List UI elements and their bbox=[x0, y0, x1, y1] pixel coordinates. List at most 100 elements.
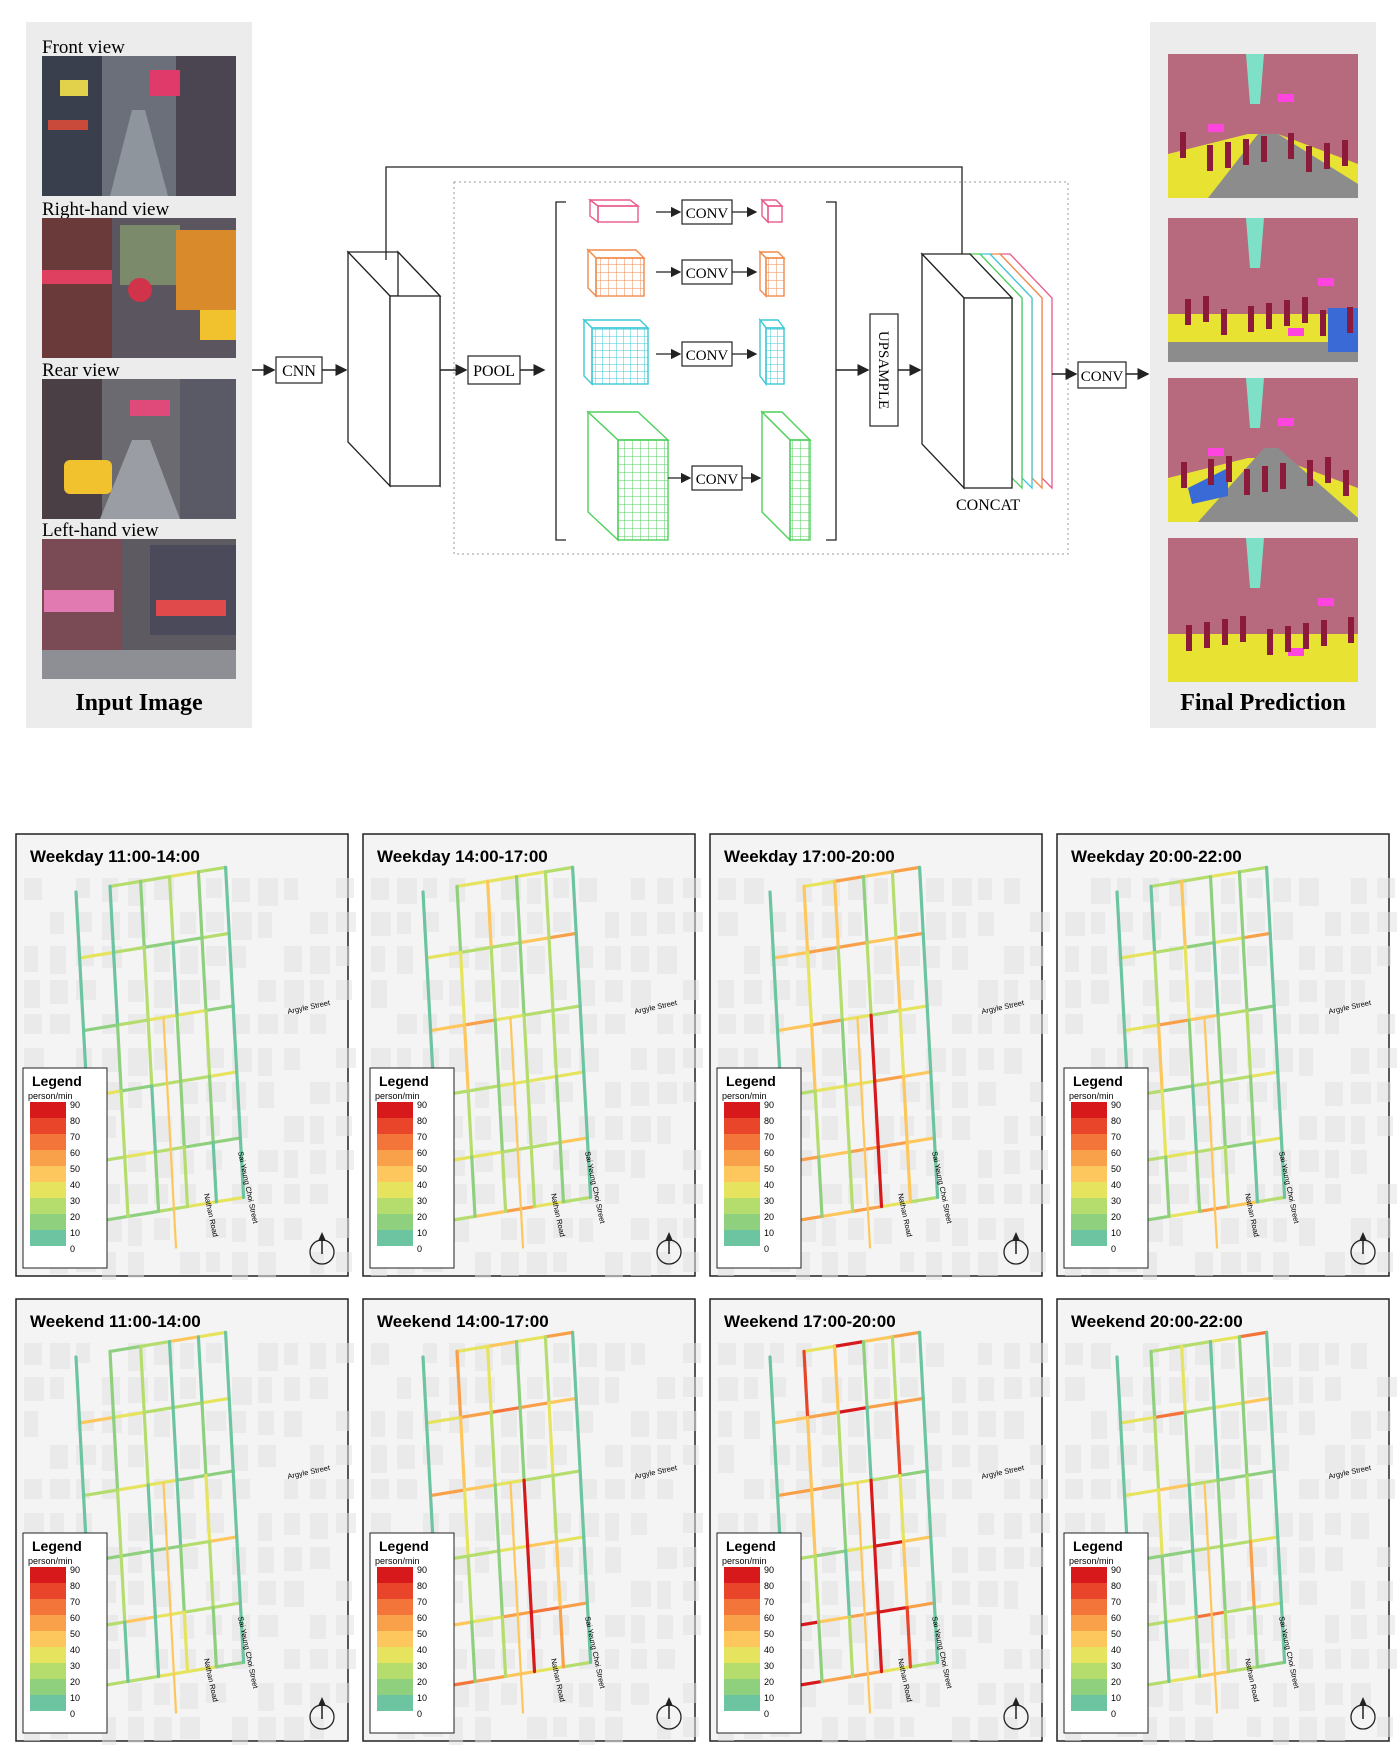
street-segment bbox=[1241, 1396, 1272, 1405]
street-segment bbox=[458, 1410, 493, 1420]
street-segment bbox=[81, 1488, 120, 1498]
street-segment bbox=[551, 1469, 582, 1478]
building-footprints bbox=[718, 878, 1050, 1280]
street-segment bbox=[207, 1070, 239, 1079]
street-segment bbox=[204, 1473, 212, 1544]
street-segment bbox=[582, 1070, 589, 1140]
street-segment bbox=[171, 940, 179, 1017]
legend-value: 50 bbox=[70, 1629, 80, 1639]
street-segment bbox=[1164, 1620, 1171, 1683]
legend-unit: person/min bbox=[722, 1556, 767, 1566]
street-segment bbox=[231, 1469, 239, 1539]
street-segment bbox=[1160, 1084, 1195, 1093]
street-segment bbox=[224, 865, 231, 935]
street-segment bbox=[890, 865, 922, 874]
street-segment bbox=[1223, 1145, 1231, 1209]
street-segment bbox=[115, 1483, 150, 1492]
street-segment bbox=[167, 1335, 200, 1344]
street-segment bbox=[1208, 874, 1216, 945]
legend-swatch bbox=[724, 1583, 760, 1599]
street-segment bbox=[175, 1478, 183, 1548]
street-segment bbox=[179, 1544, 186, 1614]
map-title: Weekend 14:00-17:00 bbox=[377, 1312, 549, 1331]
street-segment bbox=[905, 1605, 912, 1669]
street-segment bbox=[1167, 1209, 1202, 1218]
street-segment bbox=[489, 945, 497, 1022]
legend-swatch bbox=[1071, 1102, 1107, 1118]
street-segment bbox=[1220, 1079, 1227, 1149]
street-segment bbox=[470, 1620, 477, 1683]
legend-value: 50 bbox=[417, 1629, 427, 1639]
legend-value: 40 bbox=[1111, 1180, 1121, 1190]
legend-value: 40 bbox=[1111, 1645, 1121, 1655]
street-segment bbox=[585, 1601, 593, 1664]
street-segment bbox=[214, 1660, 246, 1669]
street-segment bbox=[890, 870, 898, 940]
street-segment bbox=[526, 1074, 559, 1083]
street-segment bbox=[529, 1145, 537, 1209]
map-title: Weekend 17:00-20:00 bbox=[724, 1312, 896, 1331]
legend-unit: person/min bbox=[375, 1091, 420, 1101]
street-segment bbox=[925, 1004, 933, 1074]
street-segment bbox=[1118, 1415, 1157, 1425]
street-segment bbox=[182, 1605, 215, 1614]
segmentation-map-2 bbox=[1168, 218, 1358, 362]
street-segment bbox=[890, 1335, 898, 1405]
left-view-photo bbox=[42, 539, 236, 679]
legend-value: 80 bbox=[70, 1116, 80, 1126]
street-segment bbox=[1156, 1488, 1164, 1558]
street-segment bbox=[1237, 1335, 1245, 1405]
street-segment bbox=[146, 1018, 154, 1088]
street-segment bbox=[1272, 1004, 1280, 1074]
street-segment bbox=[879, 1665, 912, 1674]
street-segment bbox=[901, 1074, 909, 1145]
street-segment bbox=[865, 940, 873, 1017]
street-segment bbox=[1248, 1535, 1280, 1544]
street-segment bbox=[1160, 1549, 1195, 1558]
legend-value: 50 bbox=[1111, 1629, 1121, 1639]
street-segment bbox=[196, 1335, 204, 1405]
legend-swatch bbox=[30, 1663, 66, 1679]
street-segment bbox=[1187, 1018, 1195, 1088]
street-segment bbox=[768, 1355, 776, 1425]
legend-swatch bbox=[1071, 1663, 1107, 1679]
street-segment bbox=[171, 1401, 204, 1410]
street-segment bbox=[108, 1349, 116, 1420]
street-segment bbox=[1179, 1339, 1213, 1348]
legend-swatch bbox=[724, 1567, 760, 1583]
street-segment bbox=[873, 1544, 880, 1614]
street-segment bbox=[529, 1605, 562, 1614]
street-segment bbox=[921, 1396, 929, 1473]
street-segment bbox=[832, 1344, 840, 1414]
street-segment bbox=[227, 931, 235, 1008]
street-segment bbox=[497, 1549, 504, 1619]
input-caption: Input Image bbox=[75, 690, 203, 716]
street-segment bbox=[485, 1344, 493, 1414]
street-segment bbox=[1118, 950, 1157, 960]
street-segment bbox=[1265, 865, 1272, 935]
street-segment bbox=[108, 879, 143, 889]
legend-title: Legend bbox=[726, 1073, 776, 1089]
street-segment bbox=[876, 1145, 884, 1209]
cnn-label: CNN bbox=[282, 363, 316, 380]
view-label-left: Left-hand view bbox=[42, 520, 159, 541]
conv-label-1: CONV bbox=[686, 206, 729, 222]
feature-map-cuboid bbox=[346, 250, 442, 488]
street-segment bbox=[1212, 1401, 1245, 1410]
street-segment bbox=[1220, 1539, 1253, 1548]
street-segment bbox=[813, 1084, 848, 1093]
street-network bbox=[1115, 1330, 1287, 1689]
street-segment bbox=[1220, 1544, 1227, 1614]
legend-swatch bbox=[1071, 1583, 1107, 1599]
legend-swatch bbox=[30, 1102, 66, 1118]
legend-swatch bbox=[1071, 1631, 1107, 1647]
street-segment bbox=[817, 1615, 851, 1624]
legend-unit: person/min bbox=[1069, 1091, 1114, 1101]
street-segment bbox=[485, 1339, 519, 1348]
final-conv-label: CONV bbox=[1081, 369, 1124, 385]
segmentation-map-3 bbox=[1168, 378, 1358, 522]
legend-swatch bbox=[377, 1102, 413, 1118]
